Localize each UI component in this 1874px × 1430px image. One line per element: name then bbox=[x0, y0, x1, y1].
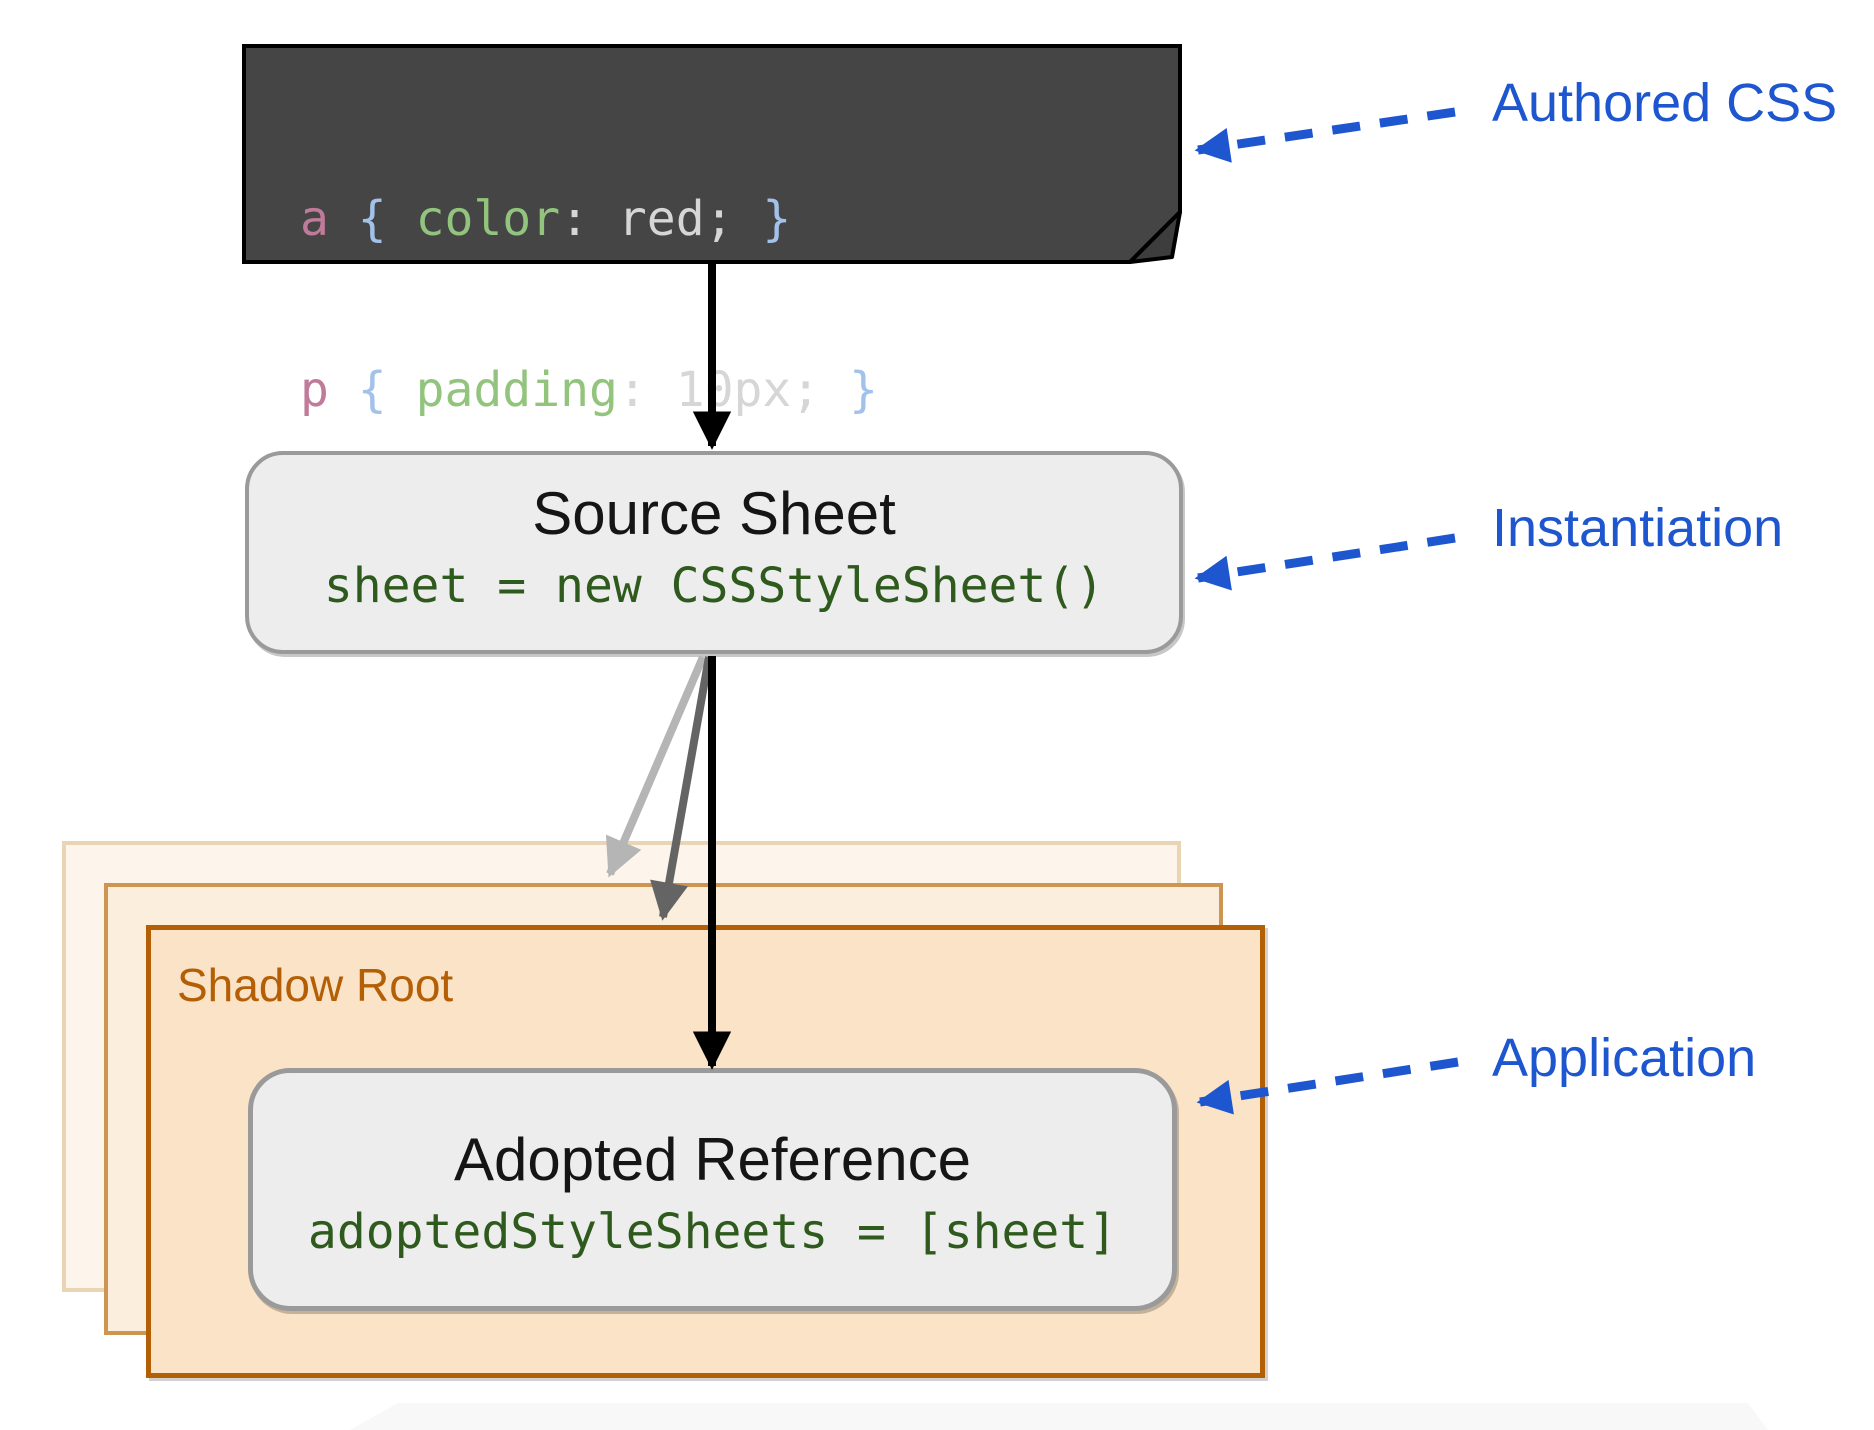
authored-css-code: a { color: red; } p { padding: 10px; } bbox=[300, 77, 878, 533]
annotation-label-authored: Authored CSS bbox=[1492, 73, 1838, 133]
annotation-arrow-instantiation bbox=[1194, 533, 1456, 591]
annotation-label-instantiation: Instantiation bbox=[1492, 498, 1784, 558]
annotation-label-application: Application bbox=[1492, 1028, 1757, 1088]
adopted-reference-code: adoptedStyleSheets = [sheet] bbox=[307, 1204, 1118, 1260]
css-rule-line: a { color: red; } bbox=[300, 191, 878, 248]
brace-token: } bbox=[849, 362, 878, 418]
adopted-reference-box: Adopted Reference adoptedStyleSheets = [… bbox=[248, 1068, 1177, 1311]
source-sheet-title: Source Sheet bbox=[532, 480, 896, 547]
css-value: : 10px; bbox=[617, 362, 850, 418]
css-property: color bbox=[415, 191, 561, 247]
annotation-arrow-authored bbox=[1194, 107, 1456, 163]
css-selector: p bbox=[300, 362, 329, 418]
brace-token: { bbox=[328, 362, 416, 418]
folded-corner-icon bbox=[1128, 210, 1182, 264]
css-rule-line: p { padding: 10px; } bbox=[300, 362, 878, 419]
css-property: padding bbox=[415, 362, 618, 418]
source-sheet-code: sheet = new CSSStyleSheet() bbox=[323, 558, 1105, 614]
adopted-reference-title: Adopted Reference bbox=[453, 1126, 972, 1193]
css-value: : red; bbox=[560, 191, 763, 247]
shadow-root-label: Shadow Root bbox=[177, 959, 454, 1011]
background-band bbox=[350, 1403, 1768, 1430]
source-sheet-box: Source Sheet sheet = new CSSStyleSheet() bbox=[245, 451, 1183, 654]
brace-token: } bbox=[762, 191, 792, 247]
brace-token: { bbox=[328, 191, 416, 247]
css-selector: a bbox=[300, 191, 329, 247]
